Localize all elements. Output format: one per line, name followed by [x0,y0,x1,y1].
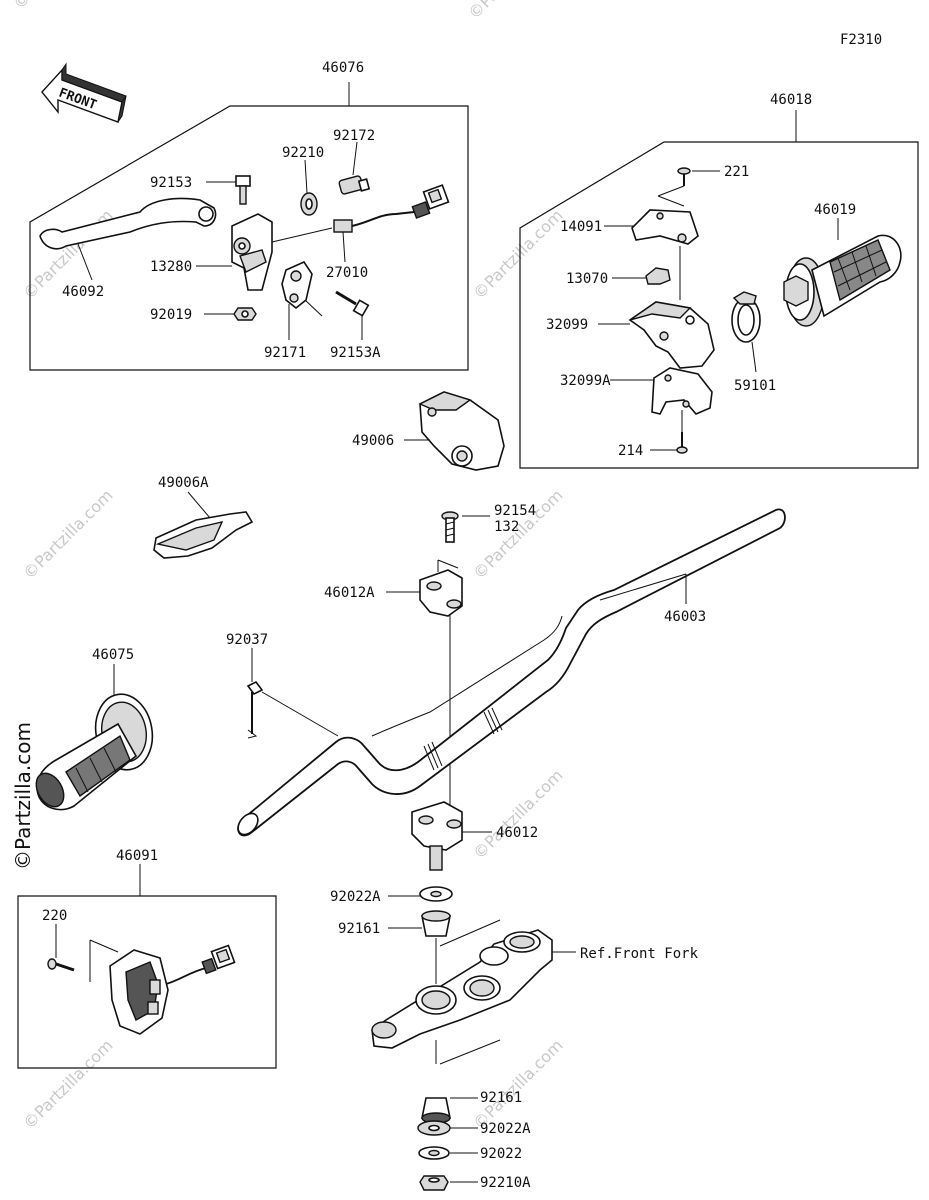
guard-49006 [418,391,505,471]
part-label-13070: 13070 [566,271,608,287]
housing-32099 [628,301,715,369]
housing-32099A [651,367,713,415]
clutch-switch-27010 [271,184,450,243]
bolt-92153A [335,290,370,317]
part-label-27010: 27010 [326,265,368,281]
part-label-46019: 46019 [814,202,856,218]
part-label-14091: 14091 [560,219,602,235]
part-label-214: 214 [618,443,643,459]
switch-housing-46091 [109,944,236,1035]
bushing-92161-top [421,910,451,937]
part-label-92210A: 92210A [480,1175,531,1191]
part-label-49006A: 49006A [158,475,209,491]
guard-49006A [153,511,254,559]
part-label-92022: 92022 [480,1146,522,1162]
clamp-92171 [281,260,313,310]
bolt-92153 [235,175,251,205]
part-label-92171: 92171 [264,345,306,361]
clutch-lever-46092 [39,197,217,250]
watermark: ©Partzilla.com [19,486,116,583]
watermark-dark: ©Partzilla.com [11,722,35,870]
part-label-49006: 49006 [352,433,394,449]
watermark: ©Partzilla.com [9,0,106,13]
clip-59101 [731,291,761,343]
plate-13070 [645,267,671,285]
box-46091 [17,895,277,1069]
throttle-grip-46019 [783,234,902,327]
part-label-92154: 92154 [494,503,536,519]
cover-14091 [631,209,699,245]
washer-92022 [418,1146,450,1160]
part-label-32099: 32099 [546,317,588,333]
holder-46012 [411,801,463,871]
screw-214 [676,432,688,454]
figure-code: F2310 [840,32,882,48]
part-label-13280: 13280 [150,259,192,275]
part-label-92161-bottom: 92161 [480,1090,522,1106]
watermark: ©Partzilla.com [469,1036,566,1133]
band-92037 [246,680,264,739]
watermark: ©Partzilla.com [469,766,566,863]
part-label-92022A-bottom: 92022A [480,1121,531,1137]
part-label-92161-top: 92161 [338,921,380,937]
holder-46012A [419,569,463,617]
handlebar-46003 [237,508,786,837]
bolt-92154 [441,511,459,543]
lever-holder-13280 [231,213,273,291]
part-label-46091: 46091 [116,848,158,864]
part-label-221: 221 [724,164,749,180]
washer-92022A-bottom [417,1120,451,1136]
adjuster-92172 [338,175,371,195]
part-label-46018: 46018 [770,92,812,108]
part-label-92172: 92172 [333,128,375,144]
part-label-59101: 59101 [734,378,776,394]
triple-clamp [371,929,553,1049]
watermark: ©Partzilla.com [464,0,561,23]
nut-92210A [419,1175,449,1191]
part-label-92022A-top: 92022A [330,889,381,905]
box-46018 [519,141,919,469]
ref-front-fork-label: Ref.Front Fork [580,946,699,962]
part-label-32099A: 32099A [560,373,611,389]
part-label-46012A: 46012A [324,585,375,601]
part-label-46076: 46076 [322,60,364,76]
part-label-46075: 46075 [92,647,134,663]
part-label-132: 132 [494,519,519,535]
screw-220 [47,958,75,972]
knurl-band [423,707,503,771]
part-label-92153A: 92153A [330,345,381,361]
part-label-220: 220 [42,908,67,924]
washer-92022A-top [419,886,453,902]
nut-92210 [300,192,318,216]
part-label-92210: 92210 [282,145,324,161]
bushing-92161-bottom [421,1097,451,1124]
part-label-92037: 92037 [226,632,268,648]
watermark: ©Partzilla.com [469,206,566,303]
part-label-92153: 92153 [150,175,192,191]
nut-92019 [233,307,257,321]
watermark: ©Partzilla.com [19,1036,116,1133]
screw-221 [677,167,691,186]
part-label-46092: 46092 [62,284,104,300]
left-grip-46075 [35,693,154,811]
part-label-46003: 46003 [664,609,706,625]
part-label-46012: 46012 [496,825,538,841]
part-label-92019: 92019 [150,307,192,323]
box-46076 [29,105,469,371]
front-arrow-icon: FRONT [41,62,127,123]
